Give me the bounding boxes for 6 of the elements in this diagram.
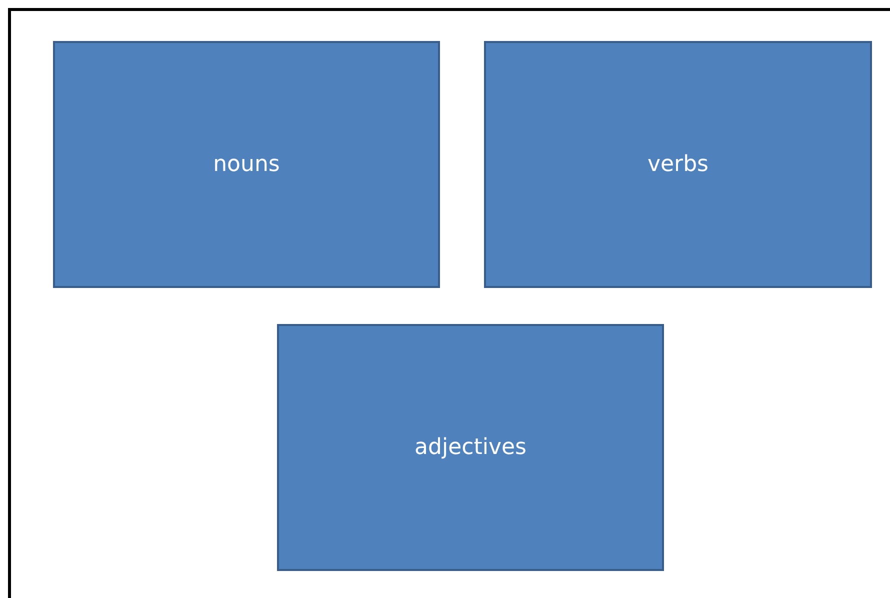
box-label: verbs (647, 152, 709, 177)
category-box (277, 324, 664, 571)
category-box (53, 41, 440, 288)
box-label: adjectives (414, 435, 526, 460)
category-box (484, 41, 872, 288)
box-label: nouns (213, 152, 280, 177)
